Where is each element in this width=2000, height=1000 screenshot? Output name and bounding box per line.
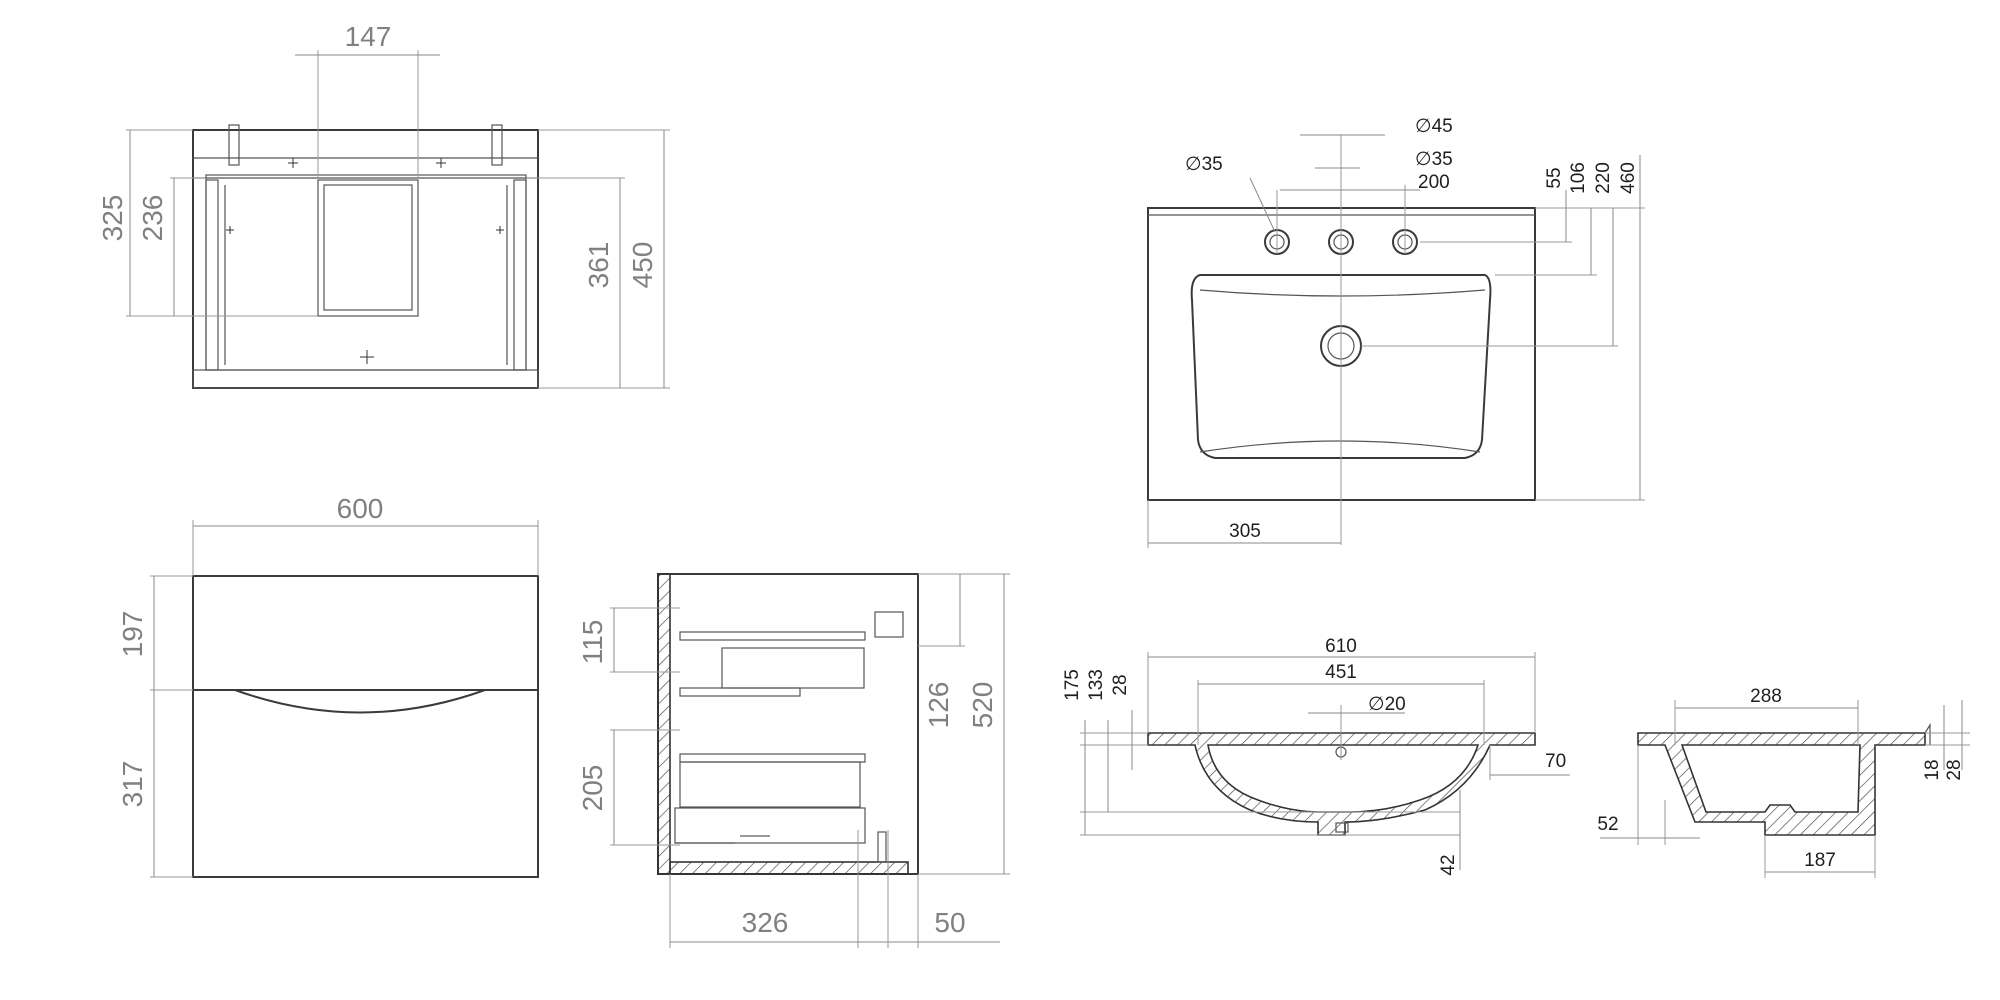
dim-187: 187	[1804, 850, 1836, 871]
dim-106: 106	[1568, 162, 1589, 194]
dim-325: 325	[97, 195, 128, 242]
dim-520: 520	[967, 682, 998, 729]
dim-147: 147	[345, 21, 392, 52]
dim-305: 305	[1229, 521, 1261, 542]
dim-133: 133	[1086, 669, 1107, 701]
dim-dia-35-left: ∅35	[1185, 154, 1223, 175]
dim-236: 236	[137, 195, 168, 242]
dim-450: 450	[627, 242, 658, 289]
dim-42: 42	[1438, 854, 1459, 875]
dim-18: 18	[1922, 759, 1943, 780]
dim-220: 220	[1593, 162, 1614, 194]
dim-600: 600	[337, 493, 384, 524]
dim-52: 52	[1597, 814, 1618, 835]
dim-115: 115	[577, 620, 608, 665]
dim-361: 361	[583, 242, 614, 289]
cabinet-side-view: 115 205 126 520 326 50	[577, 573, 1010, 948]
dim-70: 70	[1545, 751, 1566, 772]
dim-200: 200	[1418, 172, 1450, 193]
basin-top-view: ∅45 ∅35 ∅35 200 305 55 106 220 460	[1147, 116, 1645, 548]
dim-dia-45: ∅45	[1415, 116, 1453, 137]
cabinet-front-view: 600 197 317	[117, 493, 539, 878]
dim-126: 126	[923, 682, 954, 729]
dim-dia-35-center: ∅35	[1415, 149, 1453, 170]
dim-28-side: 28	[1944, 759, 1965, 780]
dim-205: 205	[577, 765, 608, 812]
dim-50: 50	[934, 907, 965, 938]
basin-side-section: 288 52 187 18 28	[1597, 686, 1970, 878]
dim-dia-20: ∅20	[1368, 694, 1406, 715]
dim-610: 610	[1325, 636, 1357, 657]
dim-28: 28	[1110, 674, 1131, 695]
dim-326: 326	[742, 907, 789, 938]
dim-55: 55	[1544, 167, 1565, 188]
dim-197: 197	[117, 611, 148, 658]
cabinet-top-view: 147 325 236 361 450	[97, 21, 670, 389]
dim-451: 451	[1325, 662, 1357, 683]
dim-175: 175	[1062, 669, 1083, 701]
basin-front-section: 610 451 ∅20 175 133 28 70 42	[1062, 636, 1570, 876]
dim-288: 288	[1750, 686, 1782, 707]
dim-317: 317	[117, 761, 148, 808]
dim-460: 460	[1618, 162, 1639, 194]
